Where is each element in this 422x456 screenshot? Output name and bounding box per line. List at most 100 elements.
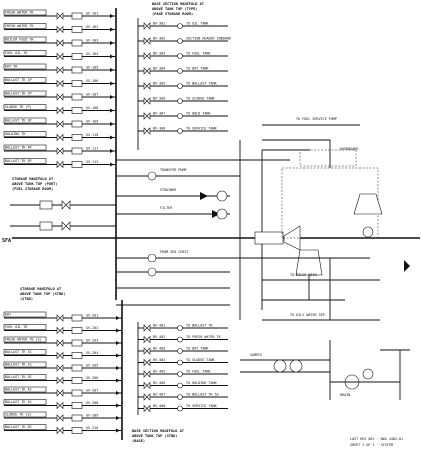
lower-line-tag: GV-210: [86, 426, 98, 430]
instrument-icon: [177, 98, 183, 104]
upper-line-tag: GV-107: [86, 93, 98, 97]
upper-line-tag: GV-112: [86, 160, 98, 164]
upper-line-tag-box: [3, 90, 47, 97]
lower-line-tag: GV-206: [86, 376, 98, 380]
ball-valve-icon: [143, 82, 151, 90]
upper-line-label: HOLDING TK: [5, 132, 26, 136]
lower-line-instrument: [71, 352, 83, 359]
upper-line-tag-box: [3, 144, 47, 151]
upper-line-instrument: [71, 134, 83, 141]
gate-valve-icon: [56, 79, 64, 88]
mid-manifold-note-line1: STORAGE MANIFOLD AT: [12, 177, 53, 181]
upper-line-label: FUEL OIL TK: [5, 51, 28, 55]
top-branch-tag: BV-306: [153, 97, 165, 101]
central-equipment: [116, 124, 410, 400]
ball-valve-icon: [143, 324, 151, 332]
upper-line-tag: GV-106: [86, 79, 98, 83]
bottom-branch-tag: BV-401: [153, 324, 165, 328]
upper-line-label: BALLAST TK 3P: [5, 119, 32, 123]
upper-line-label: BALLAST TK 1P: [5, 78, 32, 82]
upper-line-instrument: [71, 161, 83, 168]
upper-line-instrument: [71, 26, 83, 33]
upper-line-tag: GV-103: [86, 39, 98, 43]
mid-manifold-note-line2: ABOVE TANK TOP (PORT): [12, 182, 57, 186]
lower-manifold-note-line2: ABOVE TANK TOP (STBD): [20, 292, 65, 296]
top-branch-dest: TO BALLAST TANK: [186, 82, 218, 86]
mid-label-3: STRAINER: [160, 188, 177, 192]
upper-line-instrument: [71, 12, 83, 20]
ball-valve-icon: [143, 381, 151, 390]
upper-line-tag: GV-102: [86, 25, 98, 29]
upper-line-label: BALLAST TK 4P: [5, 146, 32, 150]
gate-valve-icon: [56, 66, 64, 74]
upper-line-tag: GV-110: [86, 133, 98, 137]
mid-label-2: TRANSFER PUMP: [160, 168, 187, 172]
lower-line-tag: GV-203: [86, 339, 98, 343]
instrument-icon: [177, 325, 183, 331]
instrument-icon: [177, 38, 183, 44]
gate-valve-icon: [56, 147, 64, 155]
ball-valve-icon: [143, 22, 151, 30]
sfa-label: SFA: [2, 238, 11, 244]
ball-valve-icon: [143, 52, 151, 60]
ball-valve-icon: [143, 347, 151, 355]
upper-line-tag-box: [3, 36, 47, 43]
top-branch-tag: BV-303: [153, 52, 165, 56]
gate-valve-icon: [56, 133, 64, 142]
lower-line-label: BALLAST TK 2S: [5, 363, 32, 367]
ball-valve-icon: [143, 97, 151, 105]
top-branch-tag: BV-301: [153, 22, 165, 26]
instrument-icon: [177, 336, 183, 343]
gate-valve-icon: [56, 120, 64, 128]
flow-arrow-icon: [110, 27, 114, 32]
mid-label-9: SAMPLE: [250, 353, 262, 357]
upper-line-tag-box: [3, 104, 47, 110]
flow-arrow-icon: [116, 328, 120, 333]
upper-line-instrument: [71, 120, 83, 128]
ref-line1: LAST REV 001 · DWG 4462-01: [350, 437, 403, 441]
lower-line-tag: GV-201: [86, 314, 98, 318]
upper-line-tag-box: [3, 63, 47, 70]
flow-arrow-icon: [116, 391, 120, 395]
ball-valve-icon: [143, 404, 151, 413]
gate-valve-icon: [56, 39, 64, 47]
upper-line-tag-box: [3, 23, 47, 29]
flow-arrow-icon: [110, 14, 114, 18]
instrument-icon: [177, 359, 183, 366]
instrument-icon: [177, 348, 183, 354]
upper-line-label: BALLAST TK 5P: [5, 159, 32, 163]
instrument-icon: [177, 68, 183, 74]
upper-line-instrument: [71, 39, 83, 47]
mid-label-7: TO OILY WATER SEP.: [290, 313, 327, 317]
top-branch-dest: TO HOLD TANK: [186, 112, 211, 116]
lower-line-label: DAY: [5, 313, 11, 317]
top-branch-tag: BV-304: [153, 67, 165, 71]
top-branch-dest: TO FUEL TANK: [186, 52, 211, 56]
bottom-branch-dest: TO SLUDGE TANK: [186, 358, 216, 362]
bottom-manifold-note-line3: (BASE): [132, 439, 145, 443]
gate-valve-icon: [56, 25, 64, 34]
upper-line-label: DAY TK: [5, 65, 18, 69]
flow-arrow-icon: [116, 378, 120, 383]
flow-arrow-icon: [110, 149, 114, 153]
lower-line-label: BALLAST TK 4S: [5, 388, 32, 392]
lower-line-tag-box: [3, 324, 47, 330]
flow-arrow-icon: [110, 122, 114, 126]
gate-valve-icon: [56, 339, 64, 347]
lower-line-tag-box: [3, 374, 47, 380]
instrument-icon: [177, 53, 183, 59]
upper-line-instrument: [71, 80, 83, 87]
lower-line-instrument: [71, 339, 83, 347]
top-branch-tag: BV-308: [153, 127, 165, 131]
bottom-manifold-note-line1: BASE SECTION MANIFOLD AT: [132, 429, 184, 433]
gate-valve-icon: [56, 389, 64, 397]
lower-line-instrument: [71, 414, 83, 422]
ref-line2: SHEET 1 OF 1 · SYSTEM: [350, 443, 393, 447]
lower-line-tag-box: [3, 424, 47, 430]
upper-line-tag-box: [3, 117, 47, 124]
mid-label-4: FILTER: [160, 206, 173, 210]
mid-label-8: TO BILGE MAIN: [290, 273, 317, 277]
